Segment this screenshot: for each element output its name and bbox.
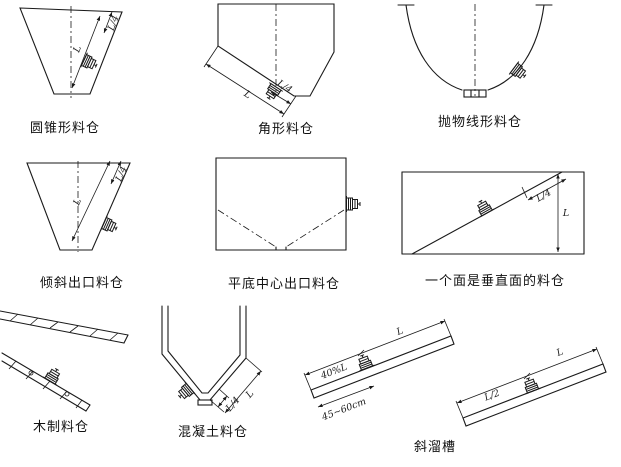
plank <box>0 310 129 336</box>
wood-hatch <box>29 317 39 326</box>
extension-line <box>245 357 263 373</box>
plank <box>123 334 129 344</box>
extension-line <box>455 400 464 419</box>
vibrator-icon <box>472 196 495 218</box>
caption-chute: 斜溜槽 <box>414 440 457 455</box>
dim-label: L/4 <box>274 78 294 96</box>
extension-line <box>303 372 312 391</box>
vibrator-icon <box>174 381 196 404</box>
dimension-line <box>205 63 285 115</box>
dimension-line <box>317 385 375 408</box>
dimension-line <box>304 320 446 376</box>
dim-label: 40%L <box>318 362 348 382</box>
dimension-line <box>110 160 122 185</box>
extension-line <box>218 388 230 399</box>
dimension-line <box>71 160 111 242</box>
outlet-flange <box>197 399 213 406</box>
dim-label: L <box>241 88 253 101</box>
dim-label: L <box>243 388 256 401</box>
dim-label: L <box>554 346 565 359</box>
wood-hatch <box>9 313 19 322</box>
hopper-outline <box>215 157 347 251</box>
extension-line <box>595 346 604 365</box>
inclined-chute-figure: 40%L L 45~60cm L/2 L <box>303 318 607 427</box>
wood-hatch <box>69 325 79 333</box>
wood-hatch <box>75 399 83 409</box>
plank <box>85 404 91 412</box>
hopper-inner-wall <box>167 305 241 394</box>
dim-label: L <box>394 325 405 338</box>
hopper-outline <box>405 4 463 91</box>
caption-angular: 角形料仓 <box>258 122 315 137</box>
caption-concrete: 混凝土料仓 <box>178 425 249 440</box>
extension-line <box>443 318 452 337</box>
extension-line <box>203 45 219 68</box>
caption-conical: 圆锥形料仓 <box>30 121 101 136</box>
wood-hatch <box>109 332 119 341</box>
inclined-outlet-hopper-figure: L/4 L <box>26 160 131 252</box>
flow-line <box>217 209 277 248</box>
caption-wooden: 木制料仓 <box>33 420 90 435</box>
vertical-face-hopper-figure: L/4 L <box>401 171 585 255</box>
wooden-hopper-figure <box>0 310 129 412</box>
dim-label: 45~60cm <box>320 396 368 423</box>
dim-label: L/4 <box>105 14 121 33</box>
vibrator-icon <box>520 375 541 395</box>
caption-inclined-outlet: 倾斜出口料仓 <box>40 276 125 291</box>
dimension-line <box>103 11 113 34</box>
dim-label: L/2 <box>482 388 501 404</box>
fraction-tick <box>523 372 531 380</box>
bolt <box>28 370 34 376</box>
hopper-outline <box>161 305 247 401</box>
vibrator-icon <box>42 364 65 386</box>
dimension-line <box>71 15 101 89</box>
extension-line <box>281 95 297 118</box>
dimension-line <box>224 370 262 414</box>
quarter-tick <box>521 186 528 199</box>
wood-hatch <box>25 370 34 380</box>
caption-vertical-face: 一个面是垂直面的料仓 <box>425 274 566 289</box>
hopper-outline <box>487 4 545 91</box>
dim-label: L <box>562 208 569 219</box>
wood-hatch <box>42 380 51 390</box>
vibrator-icon <box>354 352 375 372</box>
caption-parabolic: 抛物线形料仓 <box>438 115 523 130</box>
bolt <box>64 391 70 397</box>
caption-flat-center-outlet: 平底中心出口料仓 <box>228 277 341 292</box>
wood-hatch <box>8 360 17 370</box>
dim-label: L <box>71 44 84 55</box>
plank <box>1 360 87 412</box>
dim-label: L/4 <box>113 165 130 185</box>
vibrator-icon <box>508 61 531 84</box>
angular-hopper-figure: L/4 L <box>203 3 335 118</box>
conical-hopper-figure: L/4 L <box>19 6 123 98</box>
hopper-outline <box>19 7 123 95</box>
flat-bottom-hopper-figure <box>215 157 361 251</box>
dim-label: L <box>71 197 84 208</box>
parabolic-hopper-figure <box>397 4 553 98</box>
plank <box>0 318 125 344</box>
vibrator-icon <box>100 215 121 237</box>
vibrator-icon <box>346 195 361 213</box>
extension-line <box>209 399 225 413</box>
dim-label: L/4 <box>533 187 553 205</box>
flow-line <box>285 209 345 248</box>
wood-hatch <box>49 321 59 329</box>
fraction-tick <box>357 349 365 357</box>
vibrator-icon <box>80 52 101 74</box>
concrete-hopper-figure: L/4 L <box>161 305 263 415</box>
wood-hatch <box>89 328 99 337</box>
